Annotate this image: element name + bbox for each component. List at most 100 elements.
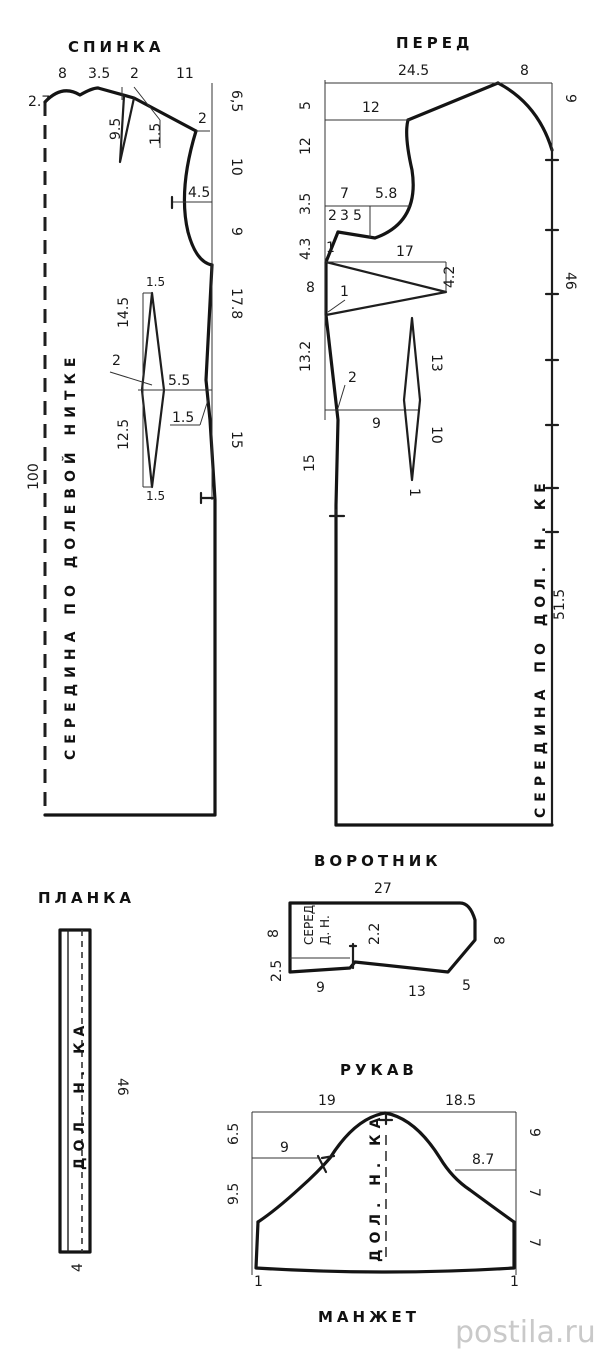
collar-left-label-2: 2.5 [269,960,285,982]
front-left-label-4: 4.3 [298,238,314,260]
front-center-label: СЕРЕДИНА ПО ДОЛ. Н. КЕ [533,477,549,818]
collar-raise-label: 2.2 [367,923,383,945]
front-right-label-3: 51.5 [552,589,568,620]
front-side-seam [324,230,340,827]
collar-piece: ВОРОТНИК 27 8 2.5 СЕРЕД Д. Н. 2.2 9 13 5… [266,852,506,1000]
sleeve-top-label-1: 19 [318,1093,336,1109]
back-right-label-3: 9 [228,227,244,236]
back-armhole-label-2: 4.5 [188,185,210,201]
sleeve-hem-label-2: 1 [510,1274,519,1290]
front-right-label-2: 46 [562,272,578,290]
back-dart-label-2: 1.5 [148,123,164,145]
front-neck-label-1: 12 [362,100,380,116]
back-right-label-1: 6,5 [228,90,244,112]
sleeve-hem-label-1: 1 [254,1274,263,1290]
front-title: ПЕРЕД [396,34,473,52]
placket-width-label: 4 [70,1263,86,1272]
front-dart-leader [327,299,346,313]
sleeve-piece: РУКАВ 19 18.5 6.5 9.5 9 7 7 9 8.7 ДОЛ. Н… [226,1061,542,1290]
front-dart-vlabel-1: 13 [428,354,444,372]
sleeve-notch [316,1154,328,1174]
back-dart-label-side-2: 1.5 [172,410,194,426]
back-center-label: СЕРЕДИНА ПО ДОЛЕВОЙ НИТКЕ [62,352,79,760]
front-waist-dart [402,316,422,482]
front-neck-label-2: 7 [340,186,349,202]
front-waist-leader [337,384,346,409]
collar-width-label: 27 [374,881,392,897]
back-dart-label-lower: 12.5 [116,419,132,450]
collar-left-label-1: 8 [266,929,282,938]
front-top-label-2: 8 [520,63,529,79]
front-left-label-8: 15 [302,454,318,472]
front-waist-label-2: 9 [372,416,381,432]
sleeve-title: РУКАВ [340,1061,418,1079]
sleeve-right-label-1: 9 [526,1128,542,1137]
sleeve-left-label-1: 6.5 [226,1123,242,1145]
collar-right-label: 8 [490,936,506,945]
back-armhole [182,129,214,267]
front-neck-label-3: 5.8 [375,186,397,202]
front-neck-label-6: 5 [353,208,362,224]
back-right-label-5: 15 [228,431,244,449]
back-dart-label-1: 9.5 [108,118,124,140]
front-shoulder-seam [406,81,500,122]
back-piece: СПИНКА 8 3.5 2 11 [26,38,244,817]
collar-bottom-label-2: 13 [408,984,426,1000]
sleeve-cap [256,1111,516,1224]
sleeve-right-label-3: 7 [526,1238,542,1247]
back-top-label-2: 3.5 [88,66,110,82]
back-dart-label-side: 5.5 [168,373,190,389]
back-dart-label-top: 1.5 [146,275,165,289]
front-dart-vlabel-2: 10 [428,426,444,444]
sleeve-lower [254,1220,516,1274]
sleeve-top-label-2: 18.5 [445,1093,476,1109]
front-waist-label-1: 2 [348,370,357,386]
back-top-label-3: 2 [130,66,139,82]
back-title: СПИНКА [68,38,165,56]
front-dart-label-1: 17 [396,244,414,260]
front-left-label-7: 13.2 [298,341,314,372]
front-top-label-1: 24.5 [398,63,429,79]
back-dart-label-width: 2 [112,353,121,369]
back-dart-guide-2 [133,86,161,121]
sleeve-grain-label: ДОЛ. Н. КА [368,1112,384,1262]
front-left-label-6: 8 [306,280,315,296]
back-top-label-4: 11 [176,66,194,82]
front-left-label-3: 3.5 [298,193,314,215]
back-dart-leader [109,371,153,386]
front-dart-label-3: 1 [340,284,349,300]
back-waist-mark-2 [199,399,209,426]
collar-outline [288,901,477,974]
collar-title: ВОРОТНИК [314,852,442,870]
back-dart-label-height: 14.5 [116,297,132,328]
front-piece: ПЕРЕД [298,34,578,827]
sleeve-back-width-label: 8.7 [472,1152,494,1168]
front-left-label-2: 12 [298,137,314,155]
front-ticks [544,158,560,534]
cuff-title: МАНЖЕТ [318,1308,420,1326]
collar-bottom-label-1: 9 [316,980,325,996]
back-dart-label-bottom: 1.5 [146,489,165,503]
collar-bottom-label-3: 5 [462,978,471,994]
placket-length-label: 46 [114,1078,130,1096]
back-length-label: 100 [26,463,42,490]
front-right-label-1: 9 [562,94,578,103]
back-armhole-label-1: 2 [198,111,207,127]
sleeve-front-width-label: 9 [280,1140,289,1156]
front-neck-label-5: 3 [340,208,349,224]
front-dart-vlabel-3: 1 [406,488,422,497]
back-top-label-5: 2.7 [28,94,50,110]
front-left-label-1: 5 [298,101,314,110]
collar-center-label-1: СЕРЕД [302,905,316,945]
sleeve-left-label-2: 9.5 [226,1183,242,1205]
placket-piece: ПЛАНКА ДОЛ. Н. КА 46 4 [38,889,135,1272]
front-left-label-5: 1 [326,240,335,256]
front-neckline [496,81,554,152]
front-dart-label-2: 4.2 [442,266,458,288]
placket-title: ПЛАНКА [38,889,135,907]
sleeve-right-label-2: 7 [526,1188,542,1197]
back-right-label-2: 10 [228,158,244,176]
placket-grain-label: ДОЛ. Н. КА [72,1020,88,1170]
